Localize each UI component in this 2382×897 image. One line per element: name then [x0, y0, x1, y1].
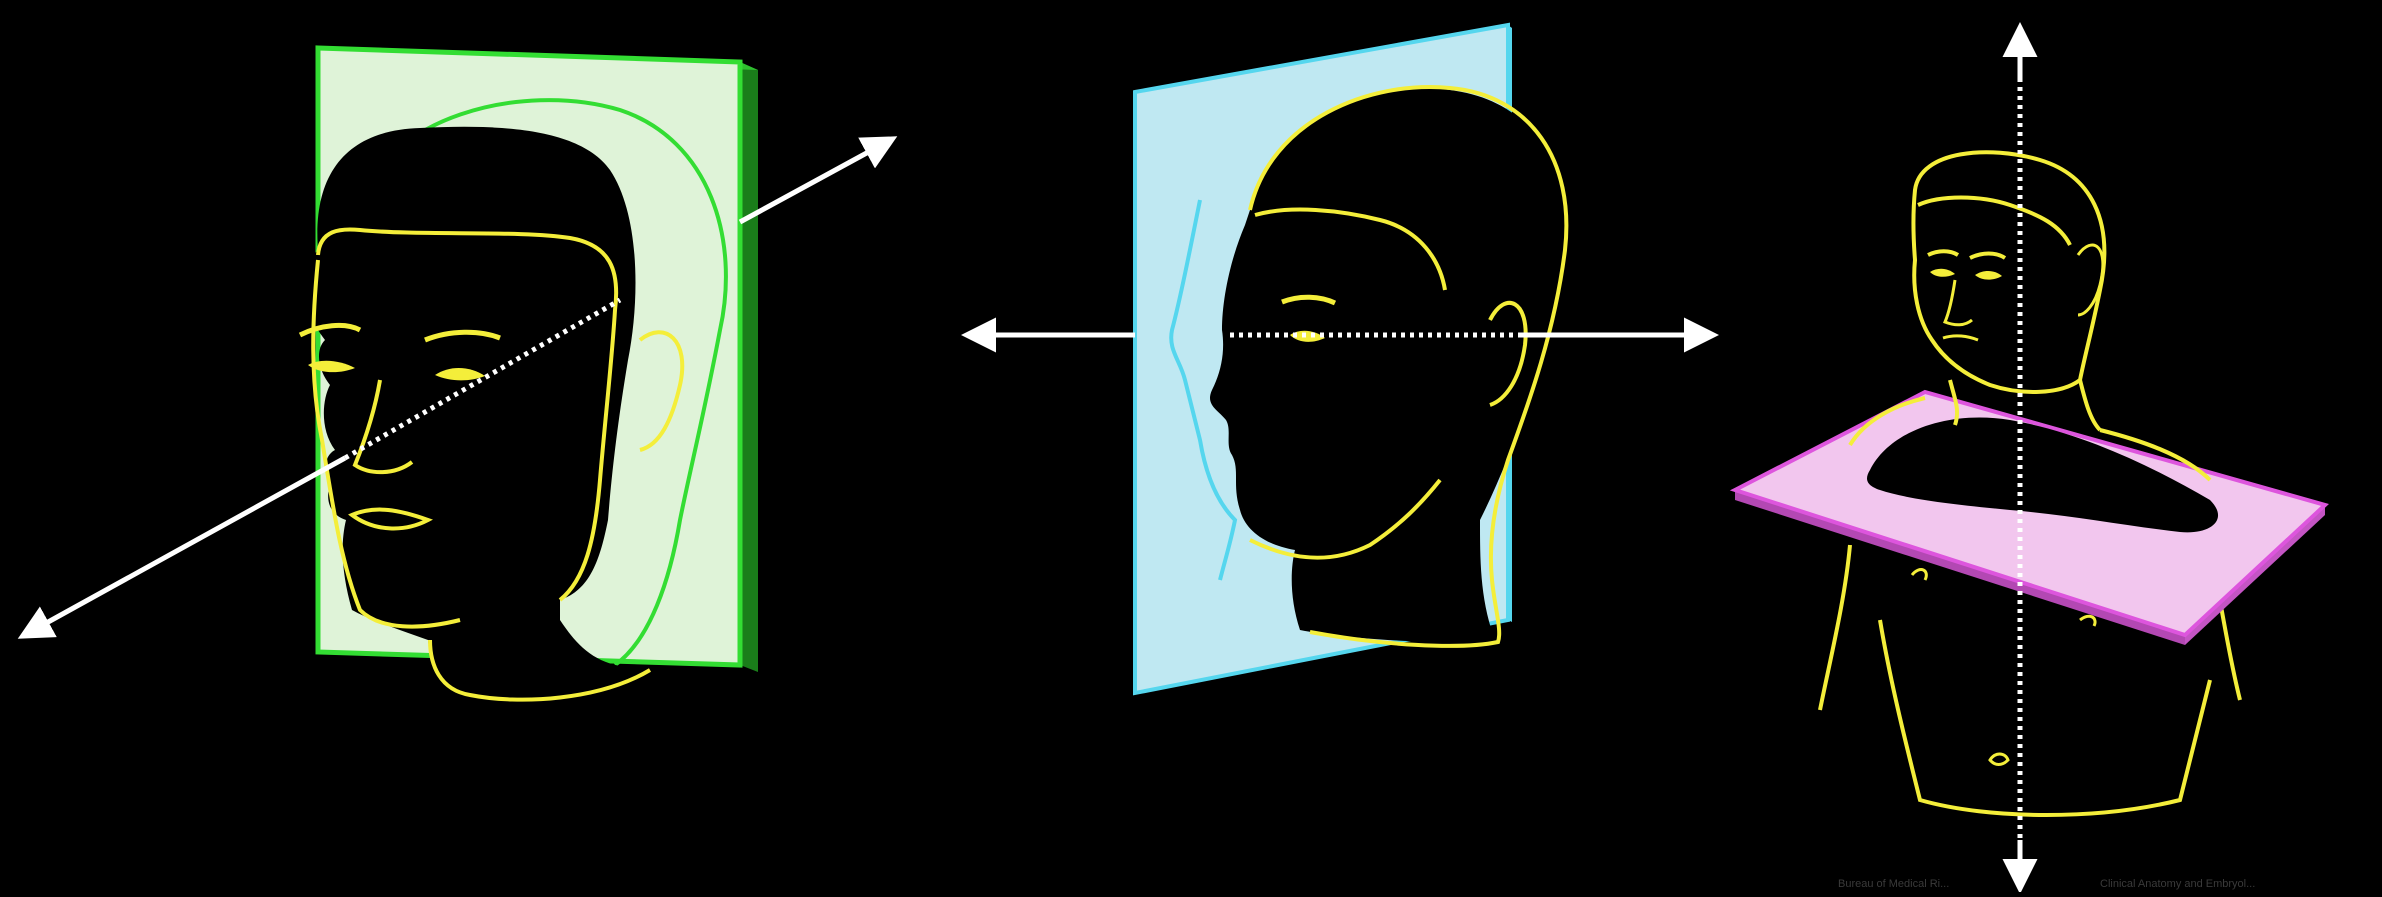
coronal-right-brow — [424, 329, 501, 343]
sagittal-eye — [1290, 330, 1325, 342]
sagittal-ear — [1488, 300, 1528, 407]
transverse-hairline — [1917, 195, 2072, 246]
transverse-section — [1867, 417, 2219, 533]
image-credit-right: Clinical Anatomy and Embryol... — [2100, 878, 2256, 890]
transverse-right-eye — [1975, 270, 2002, 280]
coronal-panel — [17, 45, 898, 702]
sagittal-head — [1210, 88, 1566, 642]
coronal-axis-arrow-back — [738, 136, 898, 225]
sagittal-head-outline — [1248, 85, 1569, 648]
coronal-cheek-line — [311, 259, 461, 629]
coronal-left-brow — [298, 323, 362, 338]
transverse-mouth — [1942, 334, 1979, 342]
coronal-face-outline — [316, 227, 619, 602]
transverse-left-eye — [1930, 268, 1955, 277]
coronal-nose — [352, 379, 414, 475]
transverse-left-nipple — [1910, 568, 1928, 581]
transverse-head — [1911, 150, 2107, 394]
coronal-neck-outline — [428, 639, 652, 702]
transverse-right-brow — [1969, 251, 2007, 260]
sagittal-jaw — [1249, 478, 1442, 560]
coronal-left-eye — [308, 360, 355, 373]
coronal-head — [303, 126, 650, 699]
sagittal-panel — [961, 22, 1719, 696]
transverse-neck — [1848, 379, 2212, 482]
transverse-panel — [1729, 22, 2329, 894]
coronal-ear — [638, 330, 685, 452]
sagittal-brow — [1281, 294, 1337, 306]
coronal-section-outline — [363, 98, 728, 667]
transverse-right-nipple — [2079, 614, 2097, 627]
sagittal-hairline — [1254, 207, 1447, 291]
transverse-plane-side — [1735, 490, 2185, 645]
sagittal-ghost-profile — [1169, 199, 1238, 581]
coronal-axis-dotted — [343, 297, 622, 461]
transverse-navel — [1988, 752, 2010, 766]
transverse-nose — [1943, 279, 1973, 327]
image-credit-left: Bureau of Medical Ri... — [1838, 878, 1950, 890]
transverse-left-brow — [1927, 249, 1960, 257]
coronal-mouth — [348, 507, 433, 531]
coronal-right-eye — [435, 367, 485, 381]
transverse-ear — [2076, 243, 2105, 317]
coronal-plane-side — [740, 62, 758, 672]
coronal-axis-arrow-front — [17, 455, 347, 639]
